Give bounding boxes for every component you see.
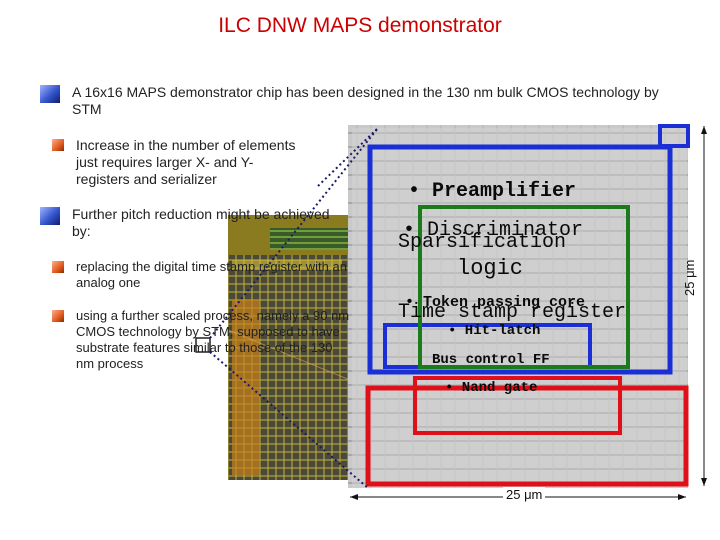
label-sparsification: Sparsification [398, 231, 567, 254]
preamp-box [367, 144, 673, 375]
bullet-2-sub-2: using a further scaled process, namely a… [52, 308, 352, 372]
label-nand-gate: • Nand gate [445, 380, 538, 396]
label-time-stamp-register: Time stamp register [398, 301, 627, 324]
sub-bullet-icon [52, 139, 64, 151]
height-dimension-label: 25 μm [682, 259, 697, 296]
slide-title: ILC DNW MAPS demonstrator [218, 14, 502, 37]
sub-bullet-icon [52, 261, 64, 273]
bullet-1-sub: Increase in the number of elements just … [52, 137, 306, 188]
label-preamplifier: • Preamplifier [408, 180, 577, 203]
sub-bullet-icon [52, 310, 64, 322]
label-token-passing-core: • Token passing core [405, 294, 586, 311]
label-bus-control: Bus control FF [432, 352, 550, 368]
discriminator-box [418, 205, 630, 369]
label-hit-latch: • Hit-latch [448, 323, 541, 339]
bullet-icon [40, 85, 60, 103]
bullet-icon [40, 207, 60, 225]
bullet-2-sub-1: replacing the digital time stamp registe… [52, 259, 348, 291]
bullet-2: Further pitch reduction might be achieve… [40, 206, 332, 240]
label-discriminator: • Discriminator [403, 219, 584, 242]
label-logic: logic [457, 256, 524, 281]
bullet-1: A 16x16 MAPS demonstrator chip has been … [40, 84, 692, 118]
width-dimension-label: 25 μm [503, 487, 546, 502]
nand-box [365, 385, 689, 487]
